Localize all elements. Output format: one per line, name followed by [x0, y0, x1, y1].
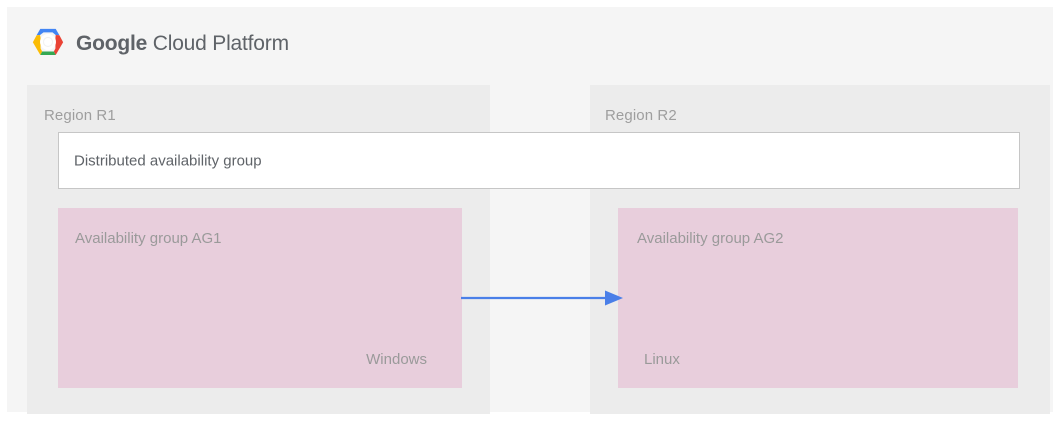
brand-header: Google Cloud Platform [31, 23, 289, 63]
availability-group-title-ag2: Availability group AG2 [637, 230, 784, 247]
brand-wordmark-google: Google [76, 31, 148, 55]
brand-wordmark-cloud-platform: Cloud Platform [147, 31, 289, 55]
region-label-r1: Region R1 [44, 107, 116, 124]
availability-group-os-ag2: Linux [644, 351, 680, 368]
availability-group-os-ag1: Windows [366, 351, 427, 368]
distributed-availability-group-label: Distributed availability group [74, 152, 262, 169]
arrow-right-icon [461, 290, 623, 306]
region-label-r2: Region R2 [605, 107, 677, 124]
availability-group-box-ag1: Availability group AG1 Windows [58, 208, 462, 388]
availability-group-title-ag1: Availability group AG1 [75, 230, 222, 247]
availability-group-box-ag2: Availability group AG2 Linux [618, 208, 1018, 388]
distributed-availability-group-box: Distributed availability group [58, 132, 1020, 189]
brand-wordmark: Google Cloud Platform [76, 33, 289, 54]
page-panel: Google Cloud Platform Region R1 Region R… [7, 7, 1053, 414]
google-cloud-platform-hexagon-logo-icon [32, 28, 64, 55]
